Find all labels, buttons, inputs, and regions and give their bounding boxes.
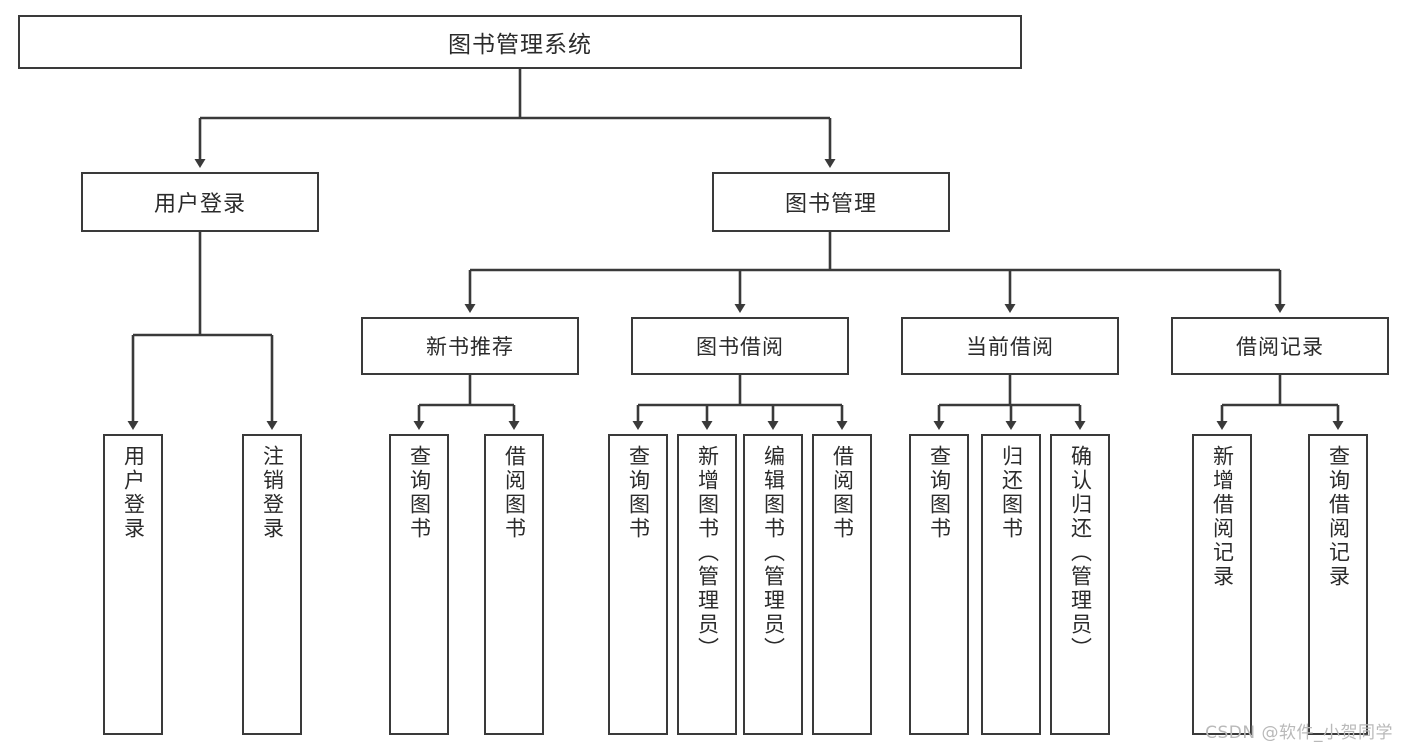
node-leaf-borrow-book-label: 借阅图书 — [830, 445, 855, 541]
node-book-borrow[interactable]: 图书借阅 — [631, 317, 849, 375]
node-leaf-return-book[interactable]: 归还图书 — [981, 434, 1041, 735]
node-user-login[interactable]: 用户登录 — [81, 172, 319, 232]
node-borrow-record-label: 借阅记录 — [1236, 335, 1324, 359]
node-leaf-query-book-current-label: 查询图书 — [927, 445, 952, 541]
node-leaf-query-book-rec[interactable]: 查询图书 — [389, 434, 449, 735]
node-current-borrow-label: 当前借阅 — [966, 335, 1054, 359]
node-leaf-edit-book-admin-label: 编辑图书（管理员） — [761, 445, 786, 661]
node-leaf-borrow-book[interactable]: 借阅图书 — [812, 434, 872, 735]
node-current-borrow[interactable]: 当前借阅 — [901, 317, 1119, 375]
node-leaf-borrow-book-rec-label: 借阅图书 — [502, 445, 527, 541]
node-user-login-label: 用户登录 — [153, 192, 246, 217]
node-leaf-confirm-return-admin-label: 确认归还（管理员） — [1068, 445, 1093, 661]
node-leaf-user-login[interactable]: 用户登录 — [103, 434, 163, 735]
node-leaf-logout[interactable]: 注销登录 — [242, 434, 302, 735]
node-root[interactable]: 图书管理系统 — [18, 15, 1022, 69]
node-leaf-query-book-borrow[interactable]: 查询图书 — [608, 434, 668, 735]
node-leaf-return-book-label: 归还图书 — [999, 445, 1024, 541]
node-leaf-user-login-label: 用户登录 — [121, 445, 146, 541]
node-leaf-query-book-current[interactable]: 查询图书 — [909, 434, 969, 735]
node-leaf-query-borrow-record-label: 查询借阅记录 — [1326, 445, 1351, 589]
node-leaf-query-book-borrow-label: 查询图书 — [626, 445, 651, 541]
node-leaf-query-book-rec-label: 查询图书 — [407, 445, 432, 541]
node-leaf-borrow-book-rec[interactable]: 借阅图书 — [484, 434, 544, 735]
node-leaf-add-borrow-record[interactable]: 新增借阅记录 — [1192, 434, 1252, 735]
node-leaf-add-book-admin-label: 新增图书（管理员） — [695, 445, 720, 661]
node-book-manage-label: 图书管理 — [784, 192, 877, 217]
node-leaf-confirm-return-admin[interactable]: 确认归还（管理员） — [1050, 434, 1110, 735]
node-book-borrow-label: 图书借阅 — [696, 335, 784, 359]
node-root-label: 图书管理系统 — [448, 32, 592, 58]
watermark: CSDN @软件_小贺同学 — [1205, 723, 1393, 743]
node-leaf-add-book-admin[interactable]: 新增图书（管理员） — [677, 434, 737, 735]
node-leaf-add-borrow-record-label: 新增借阅记录 — [1210, 445, 1235, 589]
node-book-manage[interactable]: 图书管理 — [712, 172, 950, 232]
node-leaf-logout-label: 注销登录 — [260, 445, 285, 541]
node-leaf-edit-book-admin[interactable]: 编辑图书（管理员） — [743, 434, 803, 735]
node-leaf-query-borrow-record[interactable]: 查询借阅记录 — [1308, 434, 1368, 735]
node-new-book-recommend[interactable]: 新书推荐 — [361, 317, 579, 375]
node-new-book-recommend-label: 新书推荐 — [426, 335, 514, 359]
node-borrow-record[interactable]: 借阅记录 — [1171, 317, 1389, 375]
